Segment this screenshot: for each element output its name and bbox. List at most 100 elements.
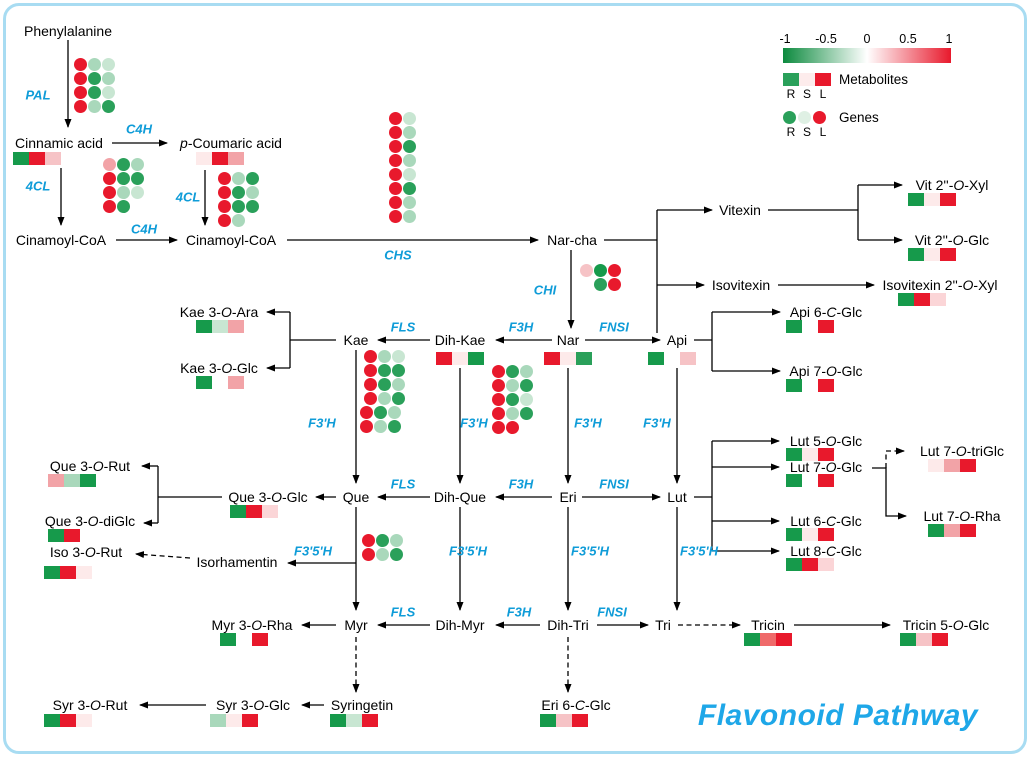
heatmap-cell [818, 379, 834, 392]
node-lut-6-c-glc: Lut 6-C-Glc [790, 513, 862, 529]
node-cinnamic-acid: Cinnamic acid [15, 135, 103, 151]
sample-label: R [786, 87, 796, 101]
gene-circle [103, 158, 116, 171]
gene-circle [74, 58, 87, 71]
scale-tick: 0 [863, 32, 871, 46]
gene-grid-pal [74, 58, 116, 114]
gene-circle [389, 210, 402, 223]
node-phenylalanine: Phenylalanine [24, 23, 112, 39]
enzyme-label-f35h: F3'5'H [680, 543, 718, 559]
node-lut-8-c-glc: Lut 8-C-Glc [790, 543, 862, 559]
gene-circle [246, 172, 259, 185]
node-api: Api [666, 332, 688, 348]
color-scale-ticks: -1 -0.5 0 0.5 1 [779, 32, 953, 46]
gene-grid-f35h [362, 534, 404, 562]
gene-circle [374, 406, 387, 419]
heatmap-cell [13, 152, 29, 165]
heatmap-cell [80, 474, 96, 487]
heatmap-cell [802, 320, 818, 333]
gene-circle [117, 200, 130, 213]
node-kae: Kae [343, 332, 369, 348]
gene-circle [594, 264, 607, 277]
node-p-coumaric-acid: p-Coumaric acid [180, 135, 282, 151]
gene-circle [389, 182, 402, 195]
heatmap-que-3-o-glc [230, 505, 278, 518]
scale-tick: 1 [945, 32, 953, 46]
gene-circle [103, 200, 116, 213]
gene-circle [374, 420, 387, 433]
heatmap-cell [44, 566, 60, 579]
gene-circle [232, 200, 245, 213]
heatmap-cell [48, 529, 64, 542]
gene-circle [520, 407, 533, 420]
node-dih-kae: Dih-Kae [434, 332, 486, 348]
gene-circle [492, 393, 505, 406]
heatmap-cell [228, 152, 244, 165]
gene-circle [403, 210, 416, 223]
heatmap-cell [540, 714, 556, 727]
heatmap-lut-7-o-glc [786, 474, 834, 487]
heatmap-lut-7-o-rha [928, 524, 976, 537]
heatmap-cell [786, 558, 802, 571]
gene-circle [389, 168, 402, 181]
node-lut-7-o-rha: Lut 7-O-Rha [923, 508, 1001, 524]
heatmap-cell [924, 193, 940, 206]
heatmap-cell [468, 352, 484, 365]
gene-circle [506, 393, 519, 406]
heatmap-cell [196, 152, 212, 165]
enzyme-label-f3h: F3H [508, 476, 534, 492]
genes-label: Genes [839, 109, 879, 125]
node-que-3-o-glc: Que 3-O-Glc [228, 489, 308, 505]
gene-circle [403, 168, 416, 181]
heatmap-cell [648, 352, 664, 365]
gene-circle [103, 172, 116, 185]
figure-title: Flavonoid Pathway [697, 699, 979, 732]
heatmap-cell [556, 714, 572, 727]
gene-circle [520, 379, 533, 392]
heatmap-cell [932, 633, 948, 646]
heatmap-cell [230, 505, 246, 518]
heatmap-cell [236, 633, 252, 646]
enzyme-label-fnsi: FNSI [597, 604, 627, 620]
legend-genes-row: Genes [783, 109, 1018, 125]
heatmap-cell [928, 524, 944, 537]
gene-swatch [798, 110, 811, 124]
node-vit-2-o-glc: Vit 2''-O-Glc [914, 232, 990, 248]
gene-circle [403, 154, 416, 167]
node-tricin-5-o-glc: Tricin 5-O-Glc [902, 617, 990, 633]
heatmap-cell [452, 352, 468, 365]
heatmap-cell [45, 152, 61, 165]
sample-label: S [802, 87, 811, 101]
gene-circle [492, 379, 505, 392]
gene-grid-4cl [218, 172, 260, 228]
heatmap-cell [786, 379, 802, 392]
gene-circle [492, 421, 505, 434]
heatmap-cell [560, 352, 576, 365]
heatmap-cell [786, 320, 802, 333]
heatmap-cell [544, 352, 560, 365]
gene-circle [218, 172, 231, 185]
gene-circle [246, 200, 259, 213]
heatmap-cell [802, 558, 818, 571]
metabolite-swatches [783, 72, 831, 86]
heatmap-cinnamic-acid [13, 152, 61, 165]
enzyme-label-f35h: F3'5'H [449, 543, 487, 559]
node-lut: Lut [667, 489, 687, 505]
node-dih-myr: Dih-Myr [435, 617, 485, 633]
node-syringetin: Syringetin [330, 697, 394, 713]
sample-label: S [802, 125, 811, 139]
sample-label: R [786, 125, 796, 139]
enzyme-label-chs: CHS [384, 247, 412, 263]
gene-circle [378, 350, 391, 363]
gene-grid-fls [360, 406, 402, 434]
heatmap-cell [362, 714, 378, 727]
gene-circle [492, 365, 505, 378]
heatmap-cell [760, 633, 776, 646]
node-nar-cha: Nar-cha [547, 232, 597, 248]
heatmap-cell [680, 352, 696, 365]
gene-circle [506, 407, 519, 420]
heatmap-cell [44, 714, 60, 727]
